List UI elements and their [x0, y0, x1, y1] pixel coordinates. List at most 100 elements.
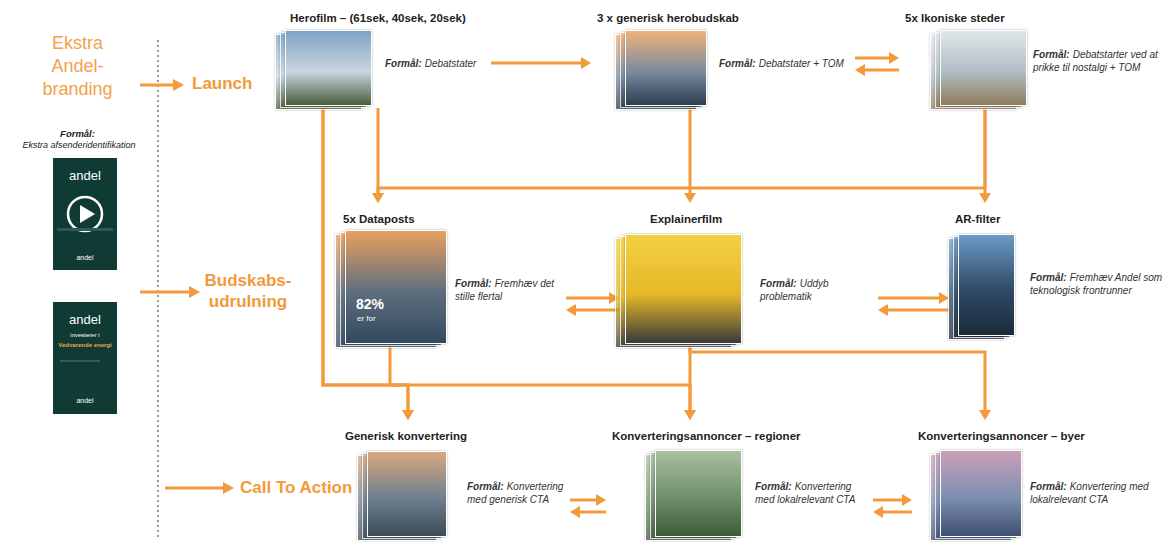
- purpose-key: Formål:: [760, 278, 797, 289]
- arrow-head: [372, 193, 384, 203]
- connector-arrow: [690, 346, 991, 420]
- connector-arrow: [684, 346, 696, 420]
- content-card: Konverteringsannoncer – byerFormål:Konve…: [918, 422, 1158, 537]
- arrow-head: [570, 506, 580, 518]
- connector-line: [377, 108, 380, 195]
- purpose-text: Formål:Uddyb problematik: [760, 277, 870, 303]
- connector-line: [689, 346, 692, 412]
- purpose-key: Formål:: [755, 481, 792, 492]
- card-heading: 5x Dataposts: [343, 213, 415, 225]
- arrow-head: [596, 494, 606, 506]
- connector-arrow: [372, 108, 985, 203]
- content-card: Konverteringsannoncer – regionerFormål:K…: [612, 422, 867, 537]
- note-label: andel: [53, 168, 117, 183]
- stage-label: Launch: [192, 74, 252, 94]
- brand-card: [53, 302, 117, 414]
- arrow-head: [402, 410, 414, 420]
- arrow-head: [979, 410, 991, 420]
- purpose-key: Formål:: [719, 58, 756, 69]
- purpose-value: Debatstater + TOM: [759, 58, 844, 69]
- content-card: ExplainerfilmFormål:Uddyb problematik: [625, 205, 872, 342]
- purpose-text: Formål:Fremhæv det stille flertal: [455, 277, 558, 303]
- arrow-head: [402, 410, 414, 420]
- connector-line: [689, 108, 692, 195]
- arrow-head: [855, 64, 865, 76]
- stage-label: Budskabs- udrulning: [202, 270, 294, 312]
- purpose-key: Formål:: [455, 278, 492, 289]
- image-thumbnail: [940, 450, 1022, 537]
- arrow-head: [684, 193, 696, 203]
- image-thumbnail: [625, 30, 707, 106]
- purpose-text: Formål:Konvertering med lokalrelevant CT…: [755, 480, 865, 506]
- image-thumbnail: [367, 451, 447, 537]
- card-heading: Explainerfilm: [650, 213, 722, 225]
- purpose-key: Formål:: [467, 481, 504, 492]
- content-card: 3 x generisk herobudskabFormål:Debatstat…: [597, 12, 849, 104]
- connector-line: [886, 309, 949, 312]
- connector-arrow: [491, 57, 591, 69]
- connector-line: [390, 346, 408, 412]
- card-heading: AR-filter: [955, 213, 1000, 225]
- connector-arrow: [566, 292, 619, 316]
- brand-card: [53, 158, 117, 270]
- note-label: Ekstra afsenderidentifikation: [3, 140, 155, 150]
- connector-arrow: [873, 494, 912, 518]
- image-thumbnail: [345, 230, 447, 344]
- image-thumbnail: [285, 30, 372, 106]
- connector-arrow: [570, 494, 606, 518]
- arrow-head: [566, 304, 576, 316]
- card-heading: Generisk konvertering: [345, 430, 467, 442]
- content-card: 5x Ikoniske stederFormål:Debatstarter ve…: [905, 12, 1169, 104]
- content-card: Generisk konverteringFormål:Konvertering…: [345, 422, 564, 537]
- connector-line: [578, 511, 606, 514]
- arrow-head: [902, 494, 912, 506]
- purpose-key: Formål:: [1033, 49, 1070, 60]
- note-label: Formål:: [30, 128, 125, 139]
- stage-label: Call To Action: [240, 478, 352, 498]
- note-label: investerer i: [53, 332, 117, 338]
- image-thumbnail: [958, 234, 1015, 336]
- purpose-text: Formål:Debatstarter ved at prikke til no…: [1033, 48, 1167, 74]
- connector-arrow: [390, 346, 414, 420]
- card-heading: 3 x generisk herobudskab: [597, 12, 739, 24]
- content-card: 5x DatapostsFormål:Fremhæv det stille fl…: [343, 205, 560, 342]
- image-thumbnail: [940, 30, 1027, 106]
- card-heading: Konverteringsannoncer – byer: [918, 430, 1085, 442]
- stage-arrows: [140, 79, 234, 494]
- purpose-text: Formål:Debatstater: [385, 57, 480, 70]
- branding-label: Ekstra Andel- branding: [30, 32, 125, 101]
- note-label: Vedvarende energi: [53, 342, 117, 348]
- connector-line: [690, 346, 985, 412]
- connector-line: [491, 62, 583, 65]
- card-heading: Herofilm – (61sek, 40sek, 20sek): [290, 12, 466, 24]
- image-thumbnail: [655, 450, 742, 537]
- arrow-head: [878, 304, 888, 316]
- separator-line: [157, 40, 158, 540]
- content-card: Herofilm – (61sek, 40sek, 20sek) Formål:D…: [285, 12, 485, 104]
- card-heading: 5x Ikoniske steder: [905, 12, 1005, 24]
- note-label: andel: [53, 397, 117, 404]
- purpose-text: Formål:Konvertering med generisk CTA: [467, 480, 562, 506]
- connector-arrow: [855, 52, 899, 76]
- connector-line: [574, 309, 619, 312]
- connector-line: [863, 69, 899, 72]
- purpose-key: Formål:: [1030, 481, 1067, 492]
- arrow-head: [873, 506, 883, 518]
- arrow-head: [684, 410, 696, 420]
- connector-line: [878, 297, 941, 300]
- purpose-text: Formål:Konvertering med lokalrelevant CT…: [1030, 480, 1155, 506]
- purpose-text: Formål:Debatstater + TOM: [719, 57, 847, 70]
- arrow-head: [889, 52, 899, 64]
- purpose-key: Formål:: [385, 58, 422, 69]
- purpose-value: Debatstater: [425, 58, 477, 69]
- note-label: andel: [53, 254, 117, 261]
- connector-line: [881, 511, 912, 514]
- connector-line: [566, 297, 611, 300]
- content-card: AR-filterFormål:Fremhæv Andel som teknol…: [955, 205, 1169, 334]
- arrow-head: [581, 57, 591, 69]
- arrow-head: [979, 193, 991, 203]
- connector-line: [378, 108, 985, 195]
- purpose-key: Formål:: [1030, 272, 1067, 283]
- connector-line: [873, 499, 904, 502]
- image-thumbnail: [625, 234, 742, 344]
